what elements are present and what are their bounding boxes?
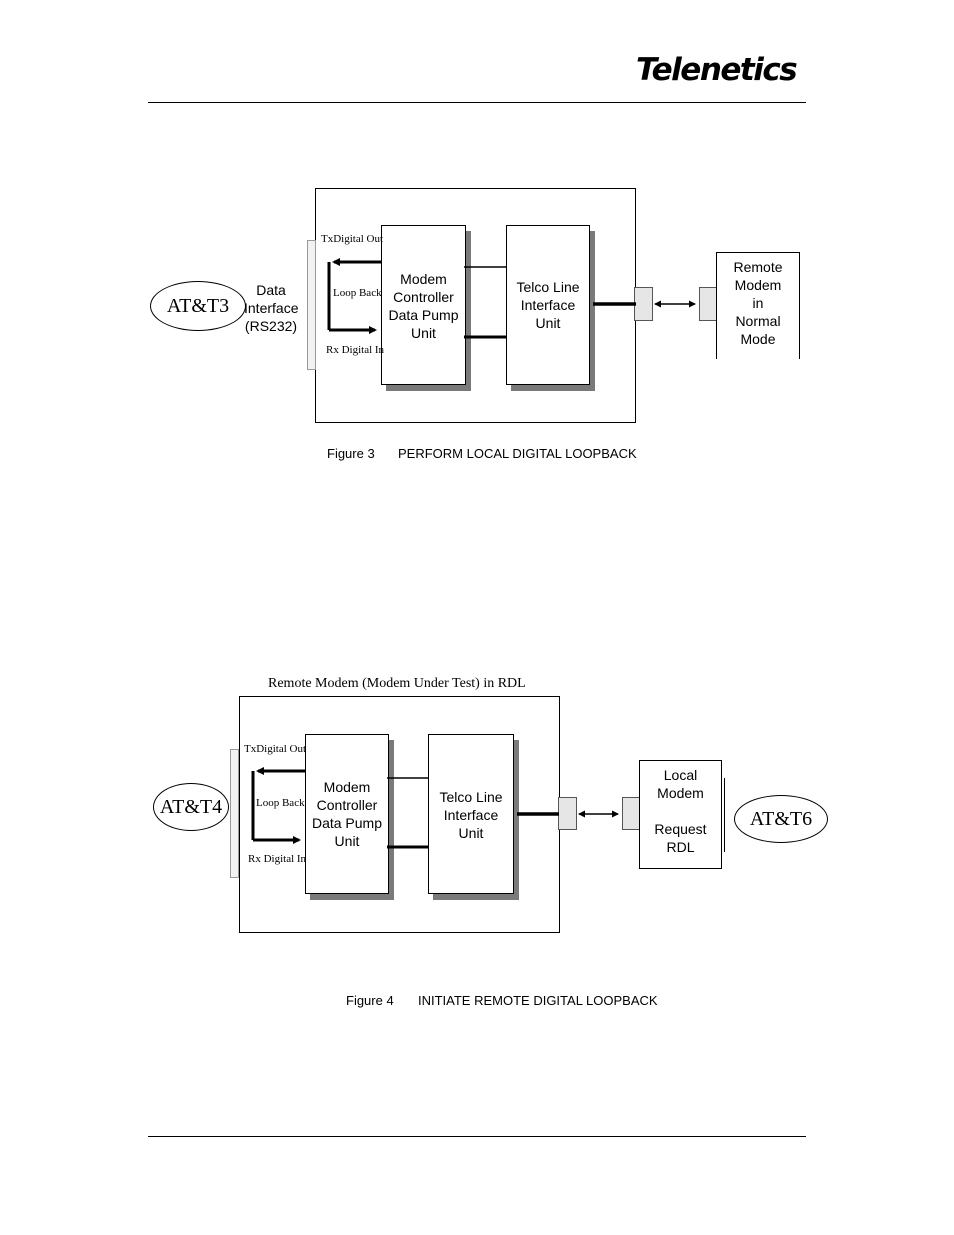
- figure-4-loopback-path: [251, 767, 305, 844]
- loop-back-label: Loop Back: [256, 797, 305, 809]
- telco-line-interface-unit: Telco Line Interface Unit: [428, 734, 514, 894]
- data-interface-label: Data Interface (RS232): [244, 282, 299, 334]
- figure-4-number: Figure 4: [346, 993, 394, 1008]
- at-t4-command: AT&T4: [153, 783, 229, 831]
- tx-digital-out-label: TxDigital Out: [321, 233, 384, 245]
- footer-rule: [148, 1136, 806, 1137]
- rx-digital-in-label: Rx Digital In: [248, 853, 307, 865]
- local-modem-side-plate: [724, 778, 729, 852]
- rx-digital-in-label: Rx Digital In: [326, 344, 385, 356]
- at-t6-command: AT&T6: [734, 795, 828, 843]
- figure-4-title: Remote Modem (Modem Under Test) in RDL: [268, 676, 526, 691]
- rs232-plate: [307, 240, 316, 370]
- at-t3-command: AT&T3: [150, 281, 246, 331]
- header-rule: [148, 102, 806, 103]
- remote-modem-box: Remote Modem in Normal Mode: [716, 252, 800, 359]
- rs232-plate: [230, 749, 239, 878]
- modem-controller-unit: Modem Controller Data Pump Unit: [305, 734, 389, 894]
- telco-line-interface-unit: Telco Line Interface Unit: [506, 225, 590, 385]
- telenetics-logo: Telenetics: [636, 52, 798, 88]
- figure-3-caption: PERFORM LOCAL DIGITAL LOOPBACK: [398, 446, 637, 461]
- figure-3-loopback-path: [327, 258, 381, 334]
- local-modem-box: Local Modem Request RDL: [639, 760, 722, 869]
- figure-4-caption: INITIATE REMOTE DIGITAL LOOPBACK: [418, 993, 658, 1008]
- modem-controller-unit: Modem Controller Data Pump Unit: [381, 225, 466, 385]
- loop-back-label: Loop Back: [333, 287, 382, 299]
- figure-3-number: Figure 3: [327, 446, 375, 461]
- tx-digital-out-label: TxDigital Out: [244, 743, 307, 755]
